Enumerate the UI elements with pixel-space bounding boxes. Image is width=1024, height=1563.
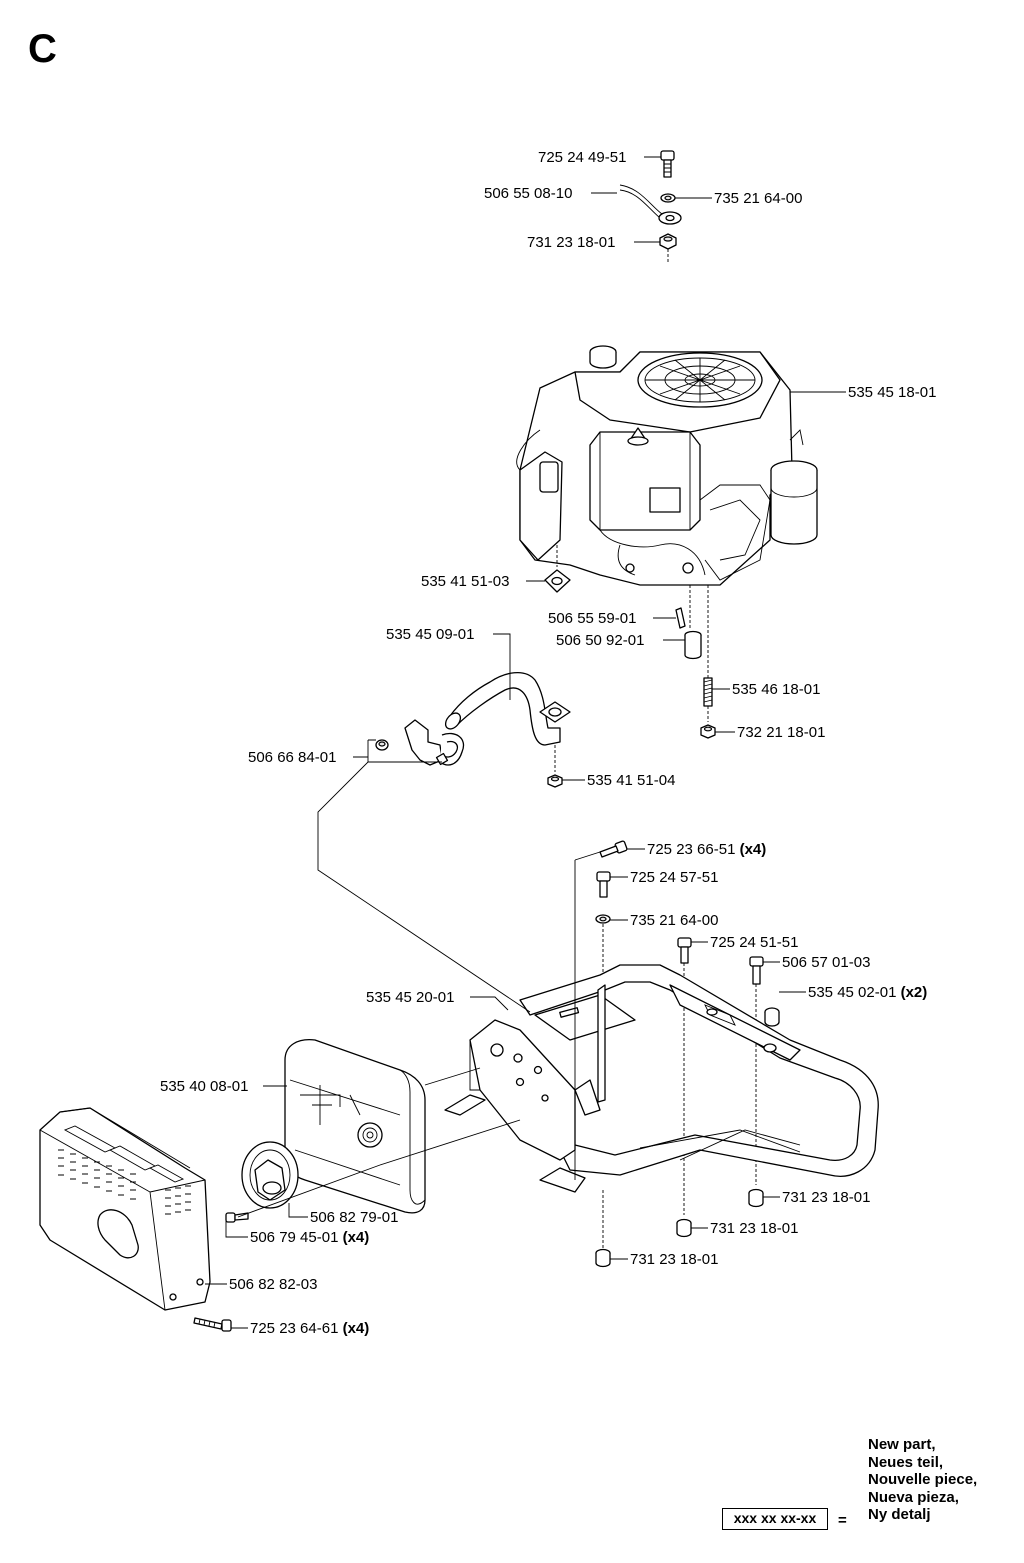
washer-frame-drawing [595,914,611,924]
label-exhaust-pipe: 535 45 09-01 [386,626,474,643]
nut-frame-2-drawing [676,1218,692,1238]
frame-drawing [444,964,879,1193]
label-stud: 535 46 18-01 [732,681,820,698]
label-bolt-frame-2: 725 24 51-51 [710,934,798,951]
section-letter: C [28,27,57,71]
label-guard: 506 82 82-03 [229,1276,317,1293]
legend-equals: = [838,1512,847,1529]
guard-screw-drawing [193,1317,232,1332]
washer-top-drawing [660,193,676,203]
label-nut-top: 731 23 18-01 [527,234,615,251]
label-bolt-top: 725 24 49-51 [538,149,626,166]
label-screw-x4: 725 23 66-51 (x4) [647,841,766,858]
label-deflector: 506 82 79-01 [310,1209,398,1226]
legend-new-part-box: xxx xx xx-xx [722,1508,828,1530]
legend-line: New part, [868,1436,936,1453]
grommet-x2-drawing [764,1007,780,1027]
label-guard-screw: 725 23 64-61 (x4) [250,1320,369,1337]
label-bolt-frame-1: 725 24 57-51 [630,869,718,886]
bolt-frame-3-drawing [749,956,764,985]
bolt-top-drawing [660,150,675,178]
guard-drawing [39,1107,211,1311]
legend-text: New part, Neues teil, Nouvelle piece, Nu… [868,1436,977,1524]
nut-frame-1-drawing [748,1188,764,1208]
label-nut-frame-2: 731 23 18-01 [710,1220,798,1237]
label-muffler: 535 40 08-01 [160,1078,248,1095]
cable-drawing [619,184,682,225]
stud-drawing [703,677,713,707]
label-washer-frame: 735 21 64-00 [630,912,718,929]
label-nut-frame-1: 731 23 18-01 [782,1189,870,1206]
label-pin: 506 55 59-01 [548,610,636,627]
pin-drawing [675,607,686,629]
label-deflector-screw: 506 79 45-01 (x4) [250,1229,369,1246]
engine-drawing [516,345,818,586]
label-engine: 535 45 18-01 [848,384,936,401]
clamp-drawing [375,719,465,766]
new-part-legend: New part, Neues teil, Nouvelle piece, Nu… [722,1436,1012,1556]
label-spacer: 506 50 92-01 [556,632,644,649]
deflector-drawing [241,1141,299,1209]
label-bracket: 535 45 20-01 [366,989,454,1006]
label-nut-stud: 732 21 18-01 [737,724,825,741]
label-nut-flange: 535 41 51-04 [587,772,675,789]
legend-line: Neues teil, [868,1453,944,1471]
exhaust-pipe-drawing [444,672,571,746]
nut-flange-drawing [547,774,563,788]
label-nut-frame-3: 731 23 18-01 [630,1251,718,1268]
leader-lines [205,156,846,1329]
nut-frame-3-drawing [595,1248,611,1268]
label-bolt-frame-3: 506 57 01-03 [782,954,870,971]
label-cable: 506 55 08-10 [484,185,572,202]
label-grommet-x2: 535 45 02-01 (x2) [808,984,927,1001]
bolt-frame-2-drawing [677,937,692,964]
muffler-drawing [284,1039,426,1214]
nut-top-drawing [659,233,677,250]
legend-line: Nouvelle piece, [868,1471,978,1488]
screw-x4-drawing [599,840,628,858]
gasket-1-drawing [544,569,571,593]
top-fastener-group [619,150,682,262]
legend-line: Ny detalj [868,1506,931,1523]
label-gasket-1: 535 41 51-03 [421,573,509,590]
bolt-frame-1-drawing [596,871,611,898]
legend-line: Nueva pieza, [868,1488,959,1506]
nut-stud-drawing [700,724,716,739]
spacer-drawing [684,630,702,660]
label-clamp: 506 66 84-01 [248,749,336,766]
label-washer-top: 735 21 64-00 [714,190,802,207]
